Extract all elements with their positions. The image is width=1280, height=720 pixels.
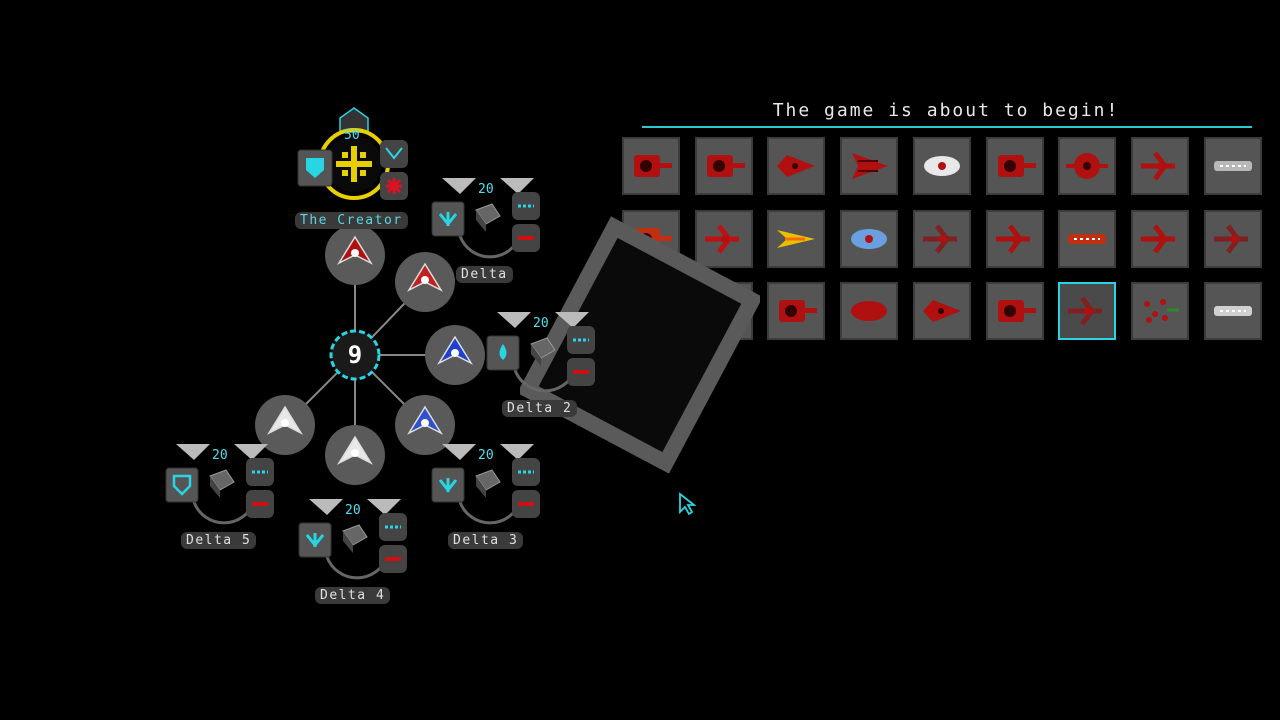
creator-name-label: The Creator [295,212,408,229]
ship-option-tile[interactable] [695,210,753,268]
delta5-score: 20 [212,448,228,463]
node-ship-delta2 [425,325,485,385]
ship-icon [705,224,739,254]
game-status-title: The game is about to begin! [772,100,1120,121]
ship-icon [923,300,961,322]
ship-icon [779,300,817,322]
ship-icon [998,155,1036,177]
delta3-stat-cluster [431,444,540,525]
ship-option-tile[interactable] [1131,282,1189,340]
ship-option-tile[interactable] [986,282,1044,340]
ship-icon [1214,161,1252,171]
node-ship-delta5 [255,395,315,455]
ship-icon [777,230,815,248]
hub-ring [329,329,381,381]
ship-icon [1066,153,1108,179]
delta4-name-label: Delta 4 [315,587,391,604]
ship-icon [707,155,745,177]
delta5-stat-cluster [165,444,274,525]
delta-score: 20 [478,182,494,197]
ship-option-tile[interactable] [1131,137,1189,195]
ship-option-tile[interactable] [1204,282,1262,340]
delta4-stat-cluster [298,499,407,580]
node-ship-delta4 [325,425,385,485]
ship-option-tile[interactable] [767,137,825,195]
ship-option-tile[interactable] [767,210,825,268]
ship-option-tile[interactable] [1058,282,1116,340]
delta2-score: 20 [533,316,549,331]
ship-option-tile[interactable] [695,137,753,195]
node-ship-creator [325,225,385,285]
delta4-score: 20 [345,503,361,518]
ship-icon [1068,296,1102,326]
ship-icon [1068,234,1106,244]
ship-option-tile[interactable] [767,282,825,340]
title-underline [642,126,1252,128]
ship-option-tile[interactable] [1058,210,1116,268]
ship-option-tile[interactable] [913,137,971,195]
portal-frame [520,216,760,474]
creator-score: 50 [344,128,360,143]
ship-icon [634,155,672,177]
ship-icon [998,300,1036,322]
ship-icon [924,156,960,176]
ship-icon [852,153,888,179]
ship-icon [1214,306,1252,316]
ship-option-tile[interactable] [1204,137,1262,195]
delta2-stat-cluster [486,312,595,393]
ship-option-tile[interactable] [986,137,1044,195]
ship-icon [1141,151,1175,181]
ship-icon [1214,224,1248,254]
mouse-cursor-icon [679,492,696,516]
delta3-name-label: Delta 3 [448,532,524,549]
ship-option-tile[interactable] [840,210,898,268]
ship-icon [851,301,887,321]
ship-option-tile[interactable] [840,282,898,340]
node-ship-delta [395,252,455,312]
ship-icon [1144,299,1179,323]
ship-icon [923,224,957,254]
ship-option-tile[interactable] [913,282,971,340]
ship-option-tile[interactable] [1204,210,1262,268]
node-ship-delta3 [395,395,455,455]
hub-count: 9 [347,341,363,369]
ship-icon [777,155,815,177]
delta2-name-label: Delta 2 [502,400,578,417]
ship-option-tile[interactable] [622,137,680,195]
ship-option-tile[interactable] [840,137,898,195]
ship-option-tile[interactable] [986,210,1044,268]
ship-icon [1141,224,1175,254]
delta-name-label: Delta [456,266,513,283]
delta3-score: 20 [478,448,494,463]
ship-option-tile[interactable] [913,210,971,268]
ship-icon [996,224,1030,254]
delta5-name-label: Delta 5 [181,532,257,549]
ship-option-tile[interactable] [1131,210,1189,268]
ship-option-tile[interactable] [1058,137,1116,195]
delta-stat-cluster [431,178,540,259]
ship-icon [851,229,887,249]
creator-emblem [297,107,408,200]
